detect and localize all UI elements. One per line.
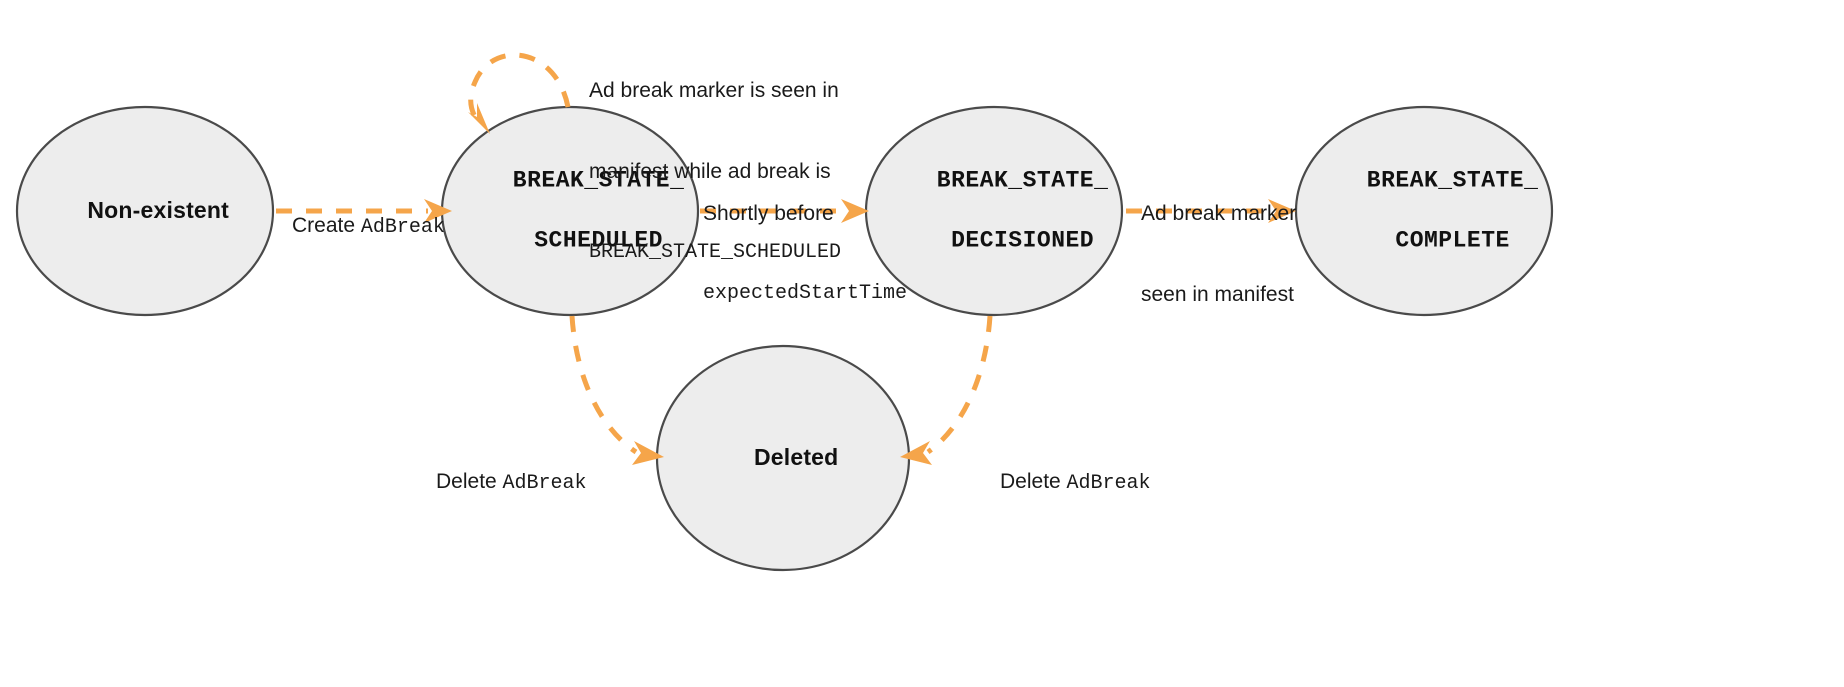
edge-create-adbreak — [276, 199, 452, 223]
edge-scheduled-to-deleted — [569, 315, 664, 465]
node-label-deleted: Deleted — [753, 444, 839, 471]
edge-label-scheduled-to-decisioned: Shortly before expectedStartTime — [703, 201, 908, 306]
arrowhead-decisioned-to-complete — [1268, 199, 1296, 223]
edge-label-scheduled-self-loop: Ad break marker is seen in manifest whil… — [589, 78, 842, 265]
node-non-existent[interactable] — [15, 105, 275, 317]
node-label-non-existent: Non-existent — [87, 197, 230, 224]
edge-label-create-adbreak: Create AdBreak — [292, 213, 445, 239]
edge-label-decisioned-to-complete: Ad break marker seen in manifest — [1141, 201, 1297, 307]
edge-decisioned-to-complete — [1126, 199, 1296, 223]
node-label-break-state-decisioned: BREAK_STATE_ DECISIONED — [936, 167, 1109, 253]
edge-scheduled-self-loop — [468, 52, 571, 134]
edge-decisioned-to-deleted — [900, 315, 993, 465]
arrowhead-create-adbreak — [424, 199, 452, 223]
edge-label-decisioned-to-deleted: Delete AdBreak — [1000, 469, 1151, 495]
node-label-break-state-complete: BREAK_STATE_ COMPLETE — [1366, 167, 1539, 253]
edge-scheduled-to-decisioned — [700, 199, 869, 223]
node-label-break-state-scheduled: BREAK_STATE_ SCHEDULED — [512, 167, 685, 253]
arrowhead-decisioned-to-deleted — [900, 441, 932, 465]
arrowhead-scheduled-to-decisioned — [841, 199, 869, 223]
arrowhead-scheduled-self-loop — [468, 103, 490, 134]
arrowhead-scheduled-to-deleted — [632, 441, 664, 465]
edge-label-scheduled-to-deleted: Delete AdBreak — [436, 469, 587, 495]
